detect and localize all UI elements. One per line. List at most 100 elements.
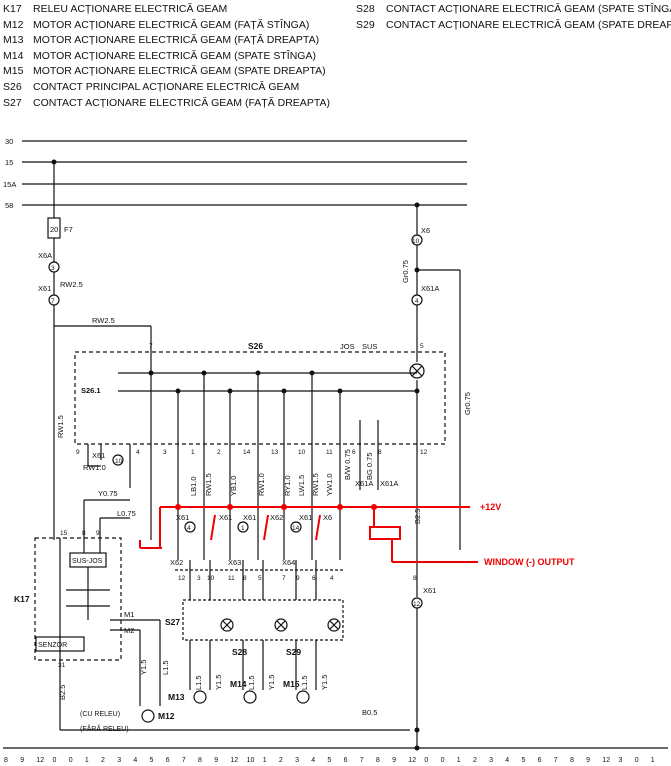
s26-pin3: 3	[163, 449, 167, 456]
bottom-pin-number: 6	[538, 757, 542, 764]
junction-dots	[51, 159, 420, 751]
connector-x61: X61	[38, 284, 51, 293]
fuse-label: F7	[64, 225, 73, 234]
s26-pin14: 14	[243, 449, 251, 456]
bottom-pin-number: 12	[230, 757, 238, 764]
bottom-pin-number: 9	[214, 757, 218, 764]
legend-text: MOTOR ACȚIONARE ELECTRICĂ GEAM (FAȚĂ DRE…	[33, 34, 320, 47]
s28-label: S28	[232, 647, 247, 657]
wire-gr075b: Gr0.75	[463, 392, 472, 415]
s26-sus: SUS	[362, 342, 377, 351]
lower-pin-2: 3	[197, 575, 201, 582]
bottom-pin-number: 6	[344, 757, 348, 764]
s26-pin11: 11	[326, 449, 333, 456]
connector-x61a: X61A	[421, 284, 439, 293]
bottom-pin-number: 0	[53, 757, 57, 764]
connector-x6a: X6A	[38, 251, 52, 260]
bottom-pin-number: 0	[635, 757, 639, 764]
bottom-pin-number: 2	[279, 757, 283, 764]
m12-label: M12	[158, 711, 175, 721]
x61-right: X61	[423, 586, 436, 595]
wire-rw25a: RW2.5	[60, 280, 83, 289]
legend-code: S28	[356, 3, 375, 15]
wire-y15c: Y1.5	[267, 675, 276, 690]
lower-conn-2: X63	[228, 558, 241, 567]
bus-30-label: 30	[5, 137, 13, 146]
wire-y075: Y0.75	[98, 489, 118, 498]
fuse-number: 20	[50, 225, 58, 234]
bottom-pin-number: 9	[392, 757, 396, 764]
wire-gr075a: Gr0.75	[401, 260, 410, 283]
bottom-pin-number: 12	[36, 757, 44, 764]
legend-text: RELEU ACȚIONARE ELECTRICĂ GEAM	[33, 3, 228, 15]
legend-text: CONTACT ACȚIONARE ELECTRICĂ GEAM (FAȚĂ D…	[33, 96, 330, 109]
k17-label: K17	[14, 594, 30, 604]
legend-text: CONTACT ACȚIONARE ELECTRICĂ GEAM (SPATE …	[386, 3, 671, 15]
wire-vert-2: RW1.5	[204, 473, 213, 496]
s26-pin6: 6	[352, 449, 356, 456]
legend-text: CONTACT ACȚIONARE ELECTRICĂ GEAM (SPATE …	[386, 18, 671, 31]
wire-vert-10: BG 0.75	[365, 452, 374, 480]
s26-pin12: 12	[420, 449, 428, 456]
bottom-pin-number: 4	[133, 757, 137, 764]
bottom-pin-number: 1	[85, 757, 89, 764]
s26-pin4: 4	[136, 449, 140, 456]
bottom-pin-number: 12	[602, 757, 610, 764]
bottom-pin-number: 8	[376, 757, 380, 764]
row-conn-5: X61	[299, 513, 312, 522]
s26-pin1: 1	[191, 449, 195, 456]
m12-note-norelay: (FĂRĂ RELEU)	[80, 724, 129, 733]
lower-pin-5: 8	[243, 575, 247, 582]
annot-window-output: WINDOW (-) OUTPUT	[484, 557, 575, 567]
lower-conn-1: X62	[170, 558, 183, 567]
s26-pin9: 9	[76, 449, 80, 456]
bottom-pin-number: 1	[651, 757, 655, 764]
bottom-pin-number: 12	[408, 757, 416, 764]
row-conn-6: X6	[323, 513, 332, 522]
wire-vert-8: YW1.0	[325, 473, 334, 496]
lower-pin-7: 7	[282, 575, 286, 582]
bottom-pin-number: 0	[424, 757, 428, 764]
lower-pin-9: 6	[312, 575, 316, 582]
wire-vert-5: RY1.0	[283, 475, 292, 496]
s26-pin7: 7	[149, 343, 153, 350]
row-conn-3: X61	[243, 513, 256, 522]
wire-vert-4: RW1.0	[257, 473, 266, 496]
bus-15-label: 15	[5, 158, 13, 167]
bottom-pin-number: 2	[101, 757, 105, 764]
x61-left: X61	[92, 451, 105, 460]
connector-x6a-pin: 3	[51, 265, 55, 272]
connector-x6-pin: 10	[412, 238, 420, 245]
wire-y15d: Y1.5	[320, 675, 329, 690]
bottom-pin-number: 2	[473, 757, 477, 764]
s26-pin2: 2	[217, 449, 221, 456]
annot-plus12v: +12V	[480, 502, 501, 512]
wire-l15c: L1.5	[247, 675, 256, 690]
lower-pin-4: 11	[228, 575, 235, 582]
legend-code: S26	[3, 80, 22, 93]
wire-y15: Y1.5	[139, 660, 148, 675]
lower-conn-3: X64	[282, 558, 295, 567]
s26-pin8: 8	[378, 449, 382, 456]
x61a-small-2: X61A	[380, 479, 398, 488]
bottom-pin-number: 0	[69, 757, 73, 764]
wire-rw15: RW1.5	[56, 415, 65, 438]
wire-vert-1: LB1.0	[189, 476, 198, 496]
row-pin-3: 14	[292, 525, 300, 532]
bottom-pin-number: 7	[554, 757, 558, 764]
legend-code: M14	[3, 49, 24, 62]
connector-x61-pin: 7	[51, 298, 55, 305]
wire-vert-7: RW1.5	[311, 473, 320, 496]
row-pin-1: 4	[187, 525, 191, 532]
k17-pin31: 31	[58, 662, 66, 669]
s261-label: S26.1	[81, 386, 101, 395]
bottom-pin-number: 4	[311, 757, 315, 764]
